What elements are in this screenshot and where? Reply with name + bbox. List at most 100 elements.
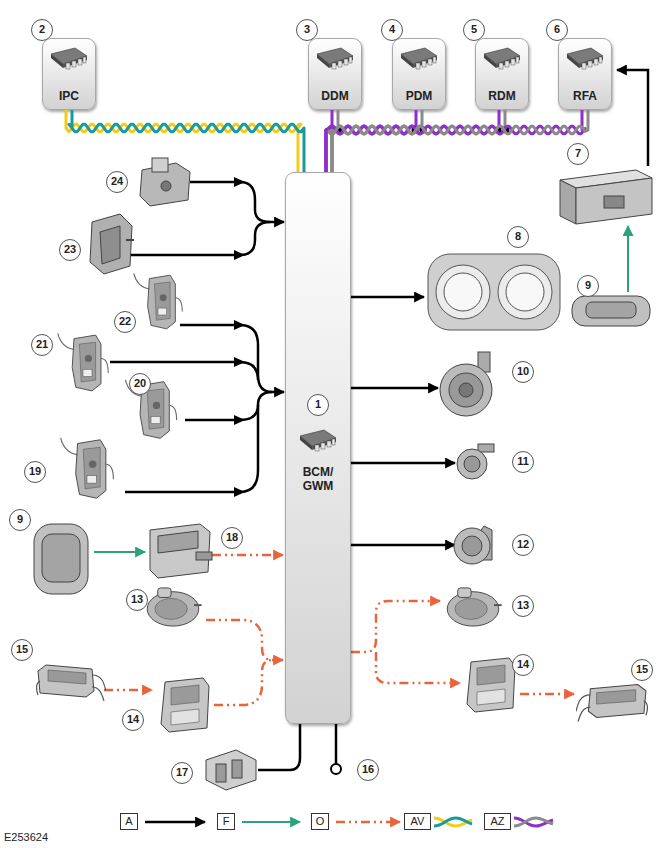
callout-number: 21	[31, 334, 53, 356]
callout-number: 22	[114, 311, 136, 333]
wire	[617, 70, 648, 166]
lin-link	[104, 689, 152, 692]
junction-dot	[503, 127, 510, 134]
bus-connector	[326, 110, 343, 172]
wire	[331, 764, 341, 774]
hood-latch	[90, 214, 132, 274]
arrow-head	[234, 250, 245, 260]
bus-wire	[330, 110, 505, 172]
sounder	[464, 456, 480, 472]
callout-number: 1	[307, 394, 329, 416]
callout-number: 16	[357, 759, 379, 781]
horn	[454, 526, 492, 564]
bus-connector	[326, 110, 588, 172]
wire	[125, 392, 272, 492]
lin-link	[214, 660, 272, 705]
bus-connector	[326, 110, 510, 172]
hood-latch	[126, 239, 134, 241]
wire	[335, 724, 338, 764]
wire	[180, 325, 284, 392]
legend-key: A	[120, 813, 138, 830]
callout-number: 11	[512, 451, 534, 473]
door-latch	[61, 438, 114, 498]
fuse	[216, 764, 226, 782]
callout-number: 18	[221, 527, 243, 549]
junction-dot	[328, 127, 335, 134]
bus-connector	[326, 110, 427, 172]
key-fob	[572, 296, 650, 326]
instrument-cluster	[428, 254, 560, 330]
lin-link	[351, 601, 440, 652]
horn	[440, 364, 492, 416]
module-name: RDM	[477, 89, 527, 103]
bus-wire	[326, 110, 335, 172]
callout-number: 3	[296, 19, 318, 41]
module-box: DDM	[308, 38, 362, 110]
legend-key: AZ	[484, 813, 511, 830]
legend-sample	[145, 821, 205, 824]
legend-sample	[514, 818, 553, 826]
horn	[440, 352, 492, 416]
receiver-module	[150, 524, 212, 578]
wire	[110, 70, 648, 774]
fuse	[232, 760, 242, 778]
instrument-cluster	[506, 273, 544, 311]
instrument-cluster	[428, 254, 560, 330]
wireless-link	[627, 226, 629, 292]
bus-wire	[69, 110, 304, 172]
door-latch	[58, 273, 182, 498]
sensor-module	[37, 665, 106, 701]
callout-number: 4	[381, 19, 403, 41]
hood-latch	[152, 158, 168, 172]
arrow-head	[234, 177, 245, 187]
legend-sample	[242, 821, 300, 823]
receiver-box	[576, 178, 652, 224]
control-module	[467, 658, 515, 712]
arrow-head	[234, 415, 245, 425]
sounder	[147, 588, 201, 626]
callout-number: 2	[31, 19, 53, 41]
hood-latch	[140, 158, 190, 206]
instrument-cluster	[436, 265, 490, 319]
horn	[454, 528, 490, 564]
callout-number: 19	[24, 461, 46, 483]
callout-number: 23	[59, 239, 81, 261]
figure-id: E253624	[4, 831, 48, 843]
wire	[185, 405, 258, 420]
module-name: IPC	[44, 89, 94, 103]
hood-latch	[140, 163, 190, 206]
lin-link	[206, 620, 283, 660]
sounder	[478, 444, 494, 452]
bus-wire	[329, 110, 588, 172]
callout-number: 12	[512, 534, 534, 556]
arrow-head	[234, 177, 245, 497]
callout-number: 15	[631, 659, 653, 681]
horn	[449, 373, 483, 407]
wire	[130, 222, 270, 255]
key-fob	[42, 534, 80, 582]
junction-dot	[336, 127, 343, 134]
wire	[351, 387, 438, 390]
receiver-module	[196, 552, 212, 560]
callout-number: 13	[512, 595, 534, 617]
callout-number: 14	[122, 709, 144, 731]
legend-sample	[514, 818, 553, 826]
bus-wire	[329, 110, 338, 172]
callout-number: 9	[9, 509, 31, 531]
receiver-box	[560, 180, 576, 224]
arrow-head	[234, 320, 245, 330]
bus-wire	[66, 110, 301, 172]
junction-dot	[495, 127, 502, 134]
lin-link	[212, 554, 283, 557]
receiver-box	[560, 170, 652, 188]
callout-number: 6	[546, 19, 568, 41]
legend-key: F	[217, 813, 235, 830]
callout-number: 5	[463, 19, 485, 41]
callout-number: 20	[129, 373, 151, 395]
wireless-link	[94, 551, 145, 553]
key-fob	[586, 302, 636, 318]
wire	[351, 296, 424, 299]
legend-sample	[434, 818, 472, 826]
legend-key: O	[311, 813, 329, 830]
